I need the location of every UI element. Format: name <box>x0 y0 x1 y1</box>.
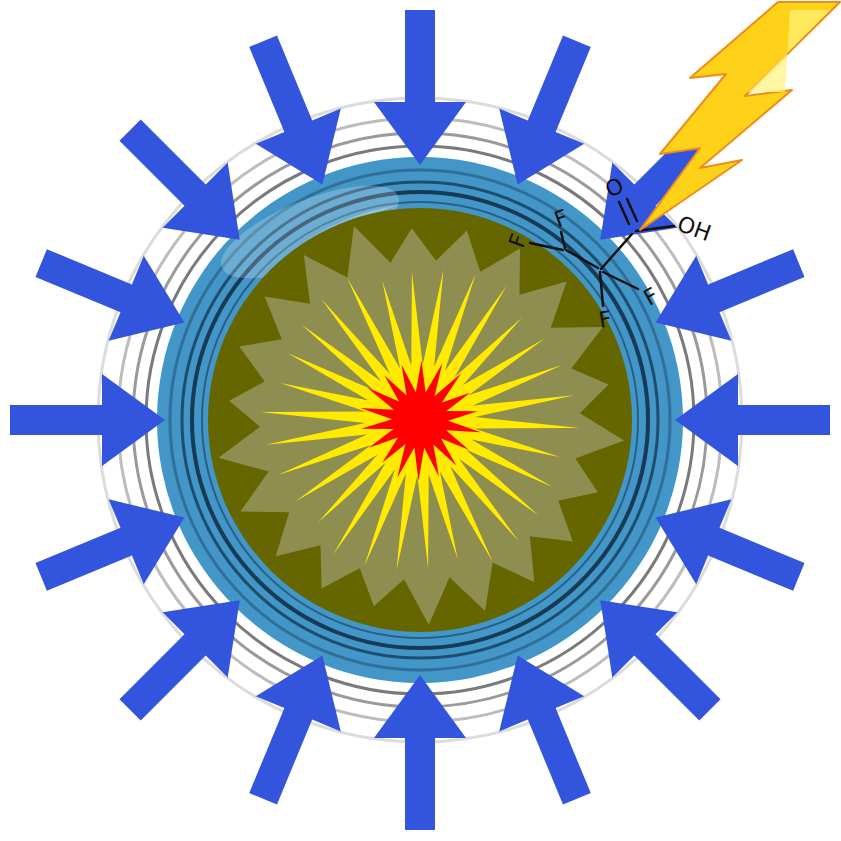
compression-arrow <box>499 36 591 185</box>
compression-arrow <box>249 36 341 185</box>
burst-middle <box>260 270 580 571</box>
compression-arrow <box>656 249 805 341</box>
compression-arrow <box>656 499 805 591</box>
lightning-shine <box>748 10 830 92</box>
lightning-bolt <box>640 2 840 230</box>
compression-arrow <box>249 656 341 805</box>
droplet-core <box>208 208 632 632</box>
pressure-rings <box>98 98 742 742</box>
atom-label: OH <box>674 213 713 245</box>
compression-arrow <box>499 656 591 805</box>
compression-arrow <box>374 10 466 165</box>
compression-arrow <box>36 249 185 341</box>
compression-arrow <box>120 120 240 240</box>
burst-center <box>361 361 481 481</box>
burst-outer <box>219 226 625 625</box>
compression-arrow <box>675 374 830 466</box>
compression-arrow <box>120 600 240 720</box>
compression-arrow <box>600 600 720 720</box>
compression-arrow <box>36 499 185 591</box>
compression-arrow <box>374 675 466 830</box>
compression-arrow <box>10 374 165 466</box>
